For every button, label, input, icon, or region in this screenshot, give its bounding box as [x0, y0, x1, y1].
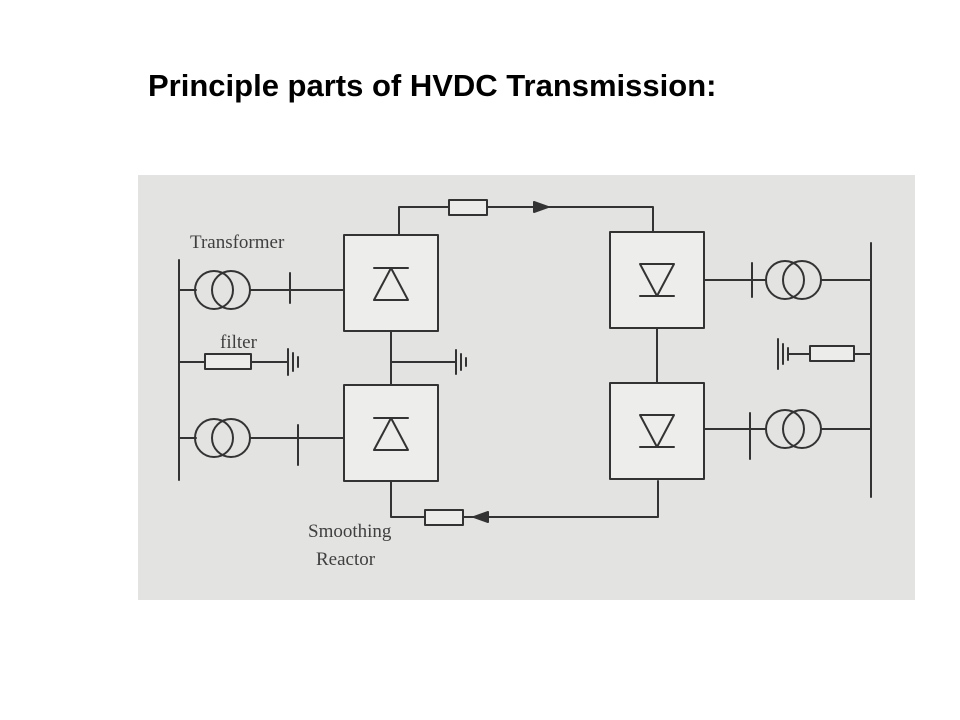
smoothing-reactor-top [448, 199, 488, 216]
right-lower-transformer [765, 409, 822, 449]
right-filter-element [809, 345, 855, 362]
filter-ground-symbol [287, 348, 299, 376]
label-transformer: Transformer [190, 232, 285, 253]
left-lower-transformer [194, 418, 251, 458]
right-upper-transformer [765, 260, 822, 300]
label-filter: filter [220, 332, 258, 353]
rectifier-lower-diode-icon [373, 417, 409, 451]
rectifier-ground-symbol [455, 349, 467, 375]
inverter-upper-diode-icon [639, 263, 675, 297]
label-reactor: Reactor [316, 549, 376, 570]
hvdc-diagram: Transformer filter Smoothing Reactor [138, 175, 915, 600]
rectifier-upper-diode-icon [373, 267, 409, 301]
rectifier-lower-block [343, 384, 439, 482]
left-upper-transformer [194, 270, 251, 310]
right-filter-ground-symbol [777, 338, 789, 370]
current-arrow-top [533, 201, 549, 213]
label-smoothing: Smoothing [308, 521, 392, 542]
filter-element [204, 353, 252, 370]
dc-line-negative [390, 480, 426, 518]
inverter-lower-diode-icon [639, 414, 675, 448]
rectifier-upper-block [343, 234, 439, 332]
inverter-upper-block [609, 231, 705, 329]
smoothing-reactor-bottom [424, 509, 464, 526]
inverter-lower-block [609, 382, 705, 480]
dc-line-positive [398, 206, 450, 236]
current-arrow-bottom [473, 511, 489, 523]
hvdc-schematic: Transformer filter Smoothing Reactor [178, 199, 872, 570]
slide-title: Principle parts of HVDC Transmission: [148, 68, 717, 103]
